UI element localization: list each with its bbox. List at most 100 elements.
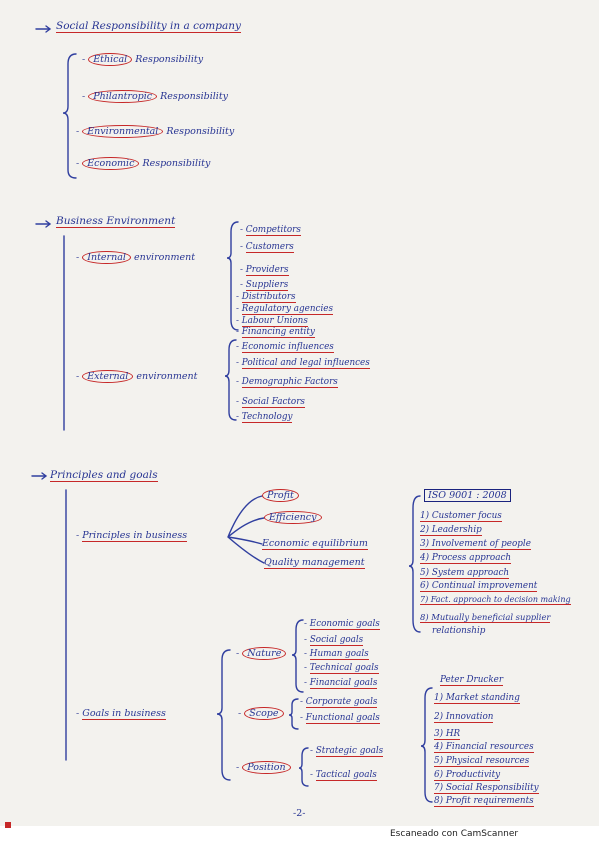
internal-item-text: Regulatory agencies (241, 304, 333, 315)
social-item-label: Environmental (82, 125, 164, 138)
internal-environment: - Internal environment (76, 251, 196, 264)
drucker-item-text: 8) Profit requirements (434, 796, 534, 807)
internal-item: - Providers (240, 265, 289, 276)
principles-title: Principles and goals (50, 469, 158, 482)
drucker-item: 5) Physical resources (434, 755, 530, 767)
internal-item: - Regulatory agencies (236, 304, 333, 315)
drucker-item-text: 3) HR (434, 729, 461, 740)
social-item-philantropic: - Philantropic Responsibility (82, 90, 229, 103)
fan-principles (227, 495, 265, 564)
red-corner-mark (5, 822, 11, 828)
external-item: - Political and legal influences (236, 358, 370, 369)
iso-item: 7) Fact. approach to decision making (420, 594, 571, 606)
iso-item-text: 4) Process approach (420, 553, 512, 564)
iso-item: 5) System approach (420, 567, 510, 579)
social-title-text: Social Responsibility in a company (56, 20, 241, 33)
goals-in-business: - Goals in business (76, 708, 166, 720)
external-item: - Technology (236, 412, 293, 423)
drucker-item-text: 5) Physical resources (434, 756, 530, 767)
drucker-item-text: 2) Innovation (434, 712, 494, 723)
nature-label: Nature (242, 647, 287, 660)
social-item-label: Ethical (88, 53, 133, 66)
iso-item-text: 7) Fact. approach to decision making (420, 595, 571, 605)
drucker-item: 2) Innovation (434, 711, 494, 723)
iso-item-text: 5) System approach (420, 568, 510, 579)
internal-item: - Distributors (236, 292, 296, 303)
page-number: -2- (293, 808, 306, 819)
nature-item: - Social goals (304, 635, 364, 646)
goals-position: - Position (236, 761, 291, 774)
social-item-ethical: - Ethical Responsibility (82, 53, 204, 66)
drucker-item: 7) Social Responsibility (434, 782, 539, 794)
social-item-suffix: Responsibility (160, 91, 229, 102)
brace-iso (408, 495, 421, 633)
principle-item-text: Economic equilibrium (262, 538, 368, 550)
internal-item-text: Competitors (245, 225, 301, 236)
arrow-principles (31, 472, 48, 480)
social-item-suffix: Responsibility (166, 126, 235, 137)
drucker-title: Peter Drucker (440, 674, 504, 686)
principles-title-text: Principles and goals (50, 469, 158, 482)
iso-item-text: 6) Continual improvement (420, 581, 538, 592)
goals-label: Goals in business (82, 708, 166, 720)
internal-item-text: Labour Unions (241, 316, 308, 327)
internal-item-text: Providers (245, 265, 289, 276)
external-item: - Social Factors (236, 397, 305, 408)
drucker-item: 6) Productivity (434, 769, 501, 781)
iso-item: 1) Customer focus (420, 510, 502, 522)
external-environment: - External environment (76, 370, 198, 383)
iso-item: 2) Leadership (420, 524, 482, 536)
nature-item-text: Social goals (309, 635, 364, 646)
internal-item-text: Financing entity (241, 327, 315, 338)
nature-item: - Financial goals (304, 678, 378, 689)
scanned-notes-page: Social Responsibility in a company - Eth… (0, 0, 599, 826)
nature-item-text: Financial goals (309, 678, 378, 689)
iso-title: ISO 9001 : 2008 (424, 489, 511, 502)
drucker-item-text: 4) Financial resources (434, 742, 534, 753)
principle-item-text: Efficiency (264, 511, 322, 524)
iso-item-text: 3) Involvement of people (420, 539, 531, 550)
brace-scope (288, 698, 299, 730)
iso-title-text: ISO 9001 : 2008 (424, 489, 511, 502)
ink-strokes (31, 25, 433, 803)
external-item-text: Economic influences (241, 342, 334, 353)
nature-item: - Technical goals (304, 663, 379, 674)
scope-item: - Corporate goals (300, 697, 378, 708)
brace-internal (226, 221, 239, 331)
goals-nature: - Nature (236, 647, 287, 660)
iso-item: relationship (432, 625, 485, 637)
external-suffix: environment (136, 371, 198, 382)
social-item-economic: - Economic Responsibility (76, 157, 211, 170)
drucker-item: 8) Profit requirements (434, 795, 534, 807)
iso-item-text: 1) Customer focus (420, 511, 502, 522)
principle-item: Economic equilibrium (262, 538, 368, 550)
brace-social (62, 53, 77, 179)
iso-item: 4) Process approach (420, 552, 512, 564)
social-item-label: Philantropic (88, 90, 158, 103)
social-item-label: Economic (82, 157, 140, 170)
brace-drucker (420, 687, 433, 803)
internal-item: - Financing entity (236, 327, 315, 338)
drucker-item-text: 1) Market standing (434, 693, 520, 704)
drucker-title-text: Peter Drucker (440, 675, 504, 686)
principle-item-text: Profit (262, 489, 299, 502)
position-item: - Tactical goals (310, 770, 377, 781)
principles-in-business: - Principles in business (76, 530, 188, 542)
external-item-text: Social Factors (241, 397, 305, 408)
external-item-text: Technology (241, 412, 293, 423)
social-item-environmental: - Environmental Responsibility (76, 125, 235, 138)
arrow-business (35, 220, 52, 228)
internal-item-text: Customers (245, 242, 294, 253)
scanner-watermark: Escaneado con CamScanner (390, 829, 519, 839)
position-label: Position (242, 761, 291, 774)
drucker-item: 1) Market standing (434, 692, 520, 704)
brace-position (298, 747, 309, 787)
brace-goals (216, 649, 231, 781)
internal-item: - Competitors (240, 225, 301, 236)
internal-item: - Customers (240, 242, 294, 253)
nature-item: - Human goals (304, 649, 369, 660)
internal-item: - Suppliers (240, 280, 289, 291)
iso-item: 6) Continual improvement (420, 580, 538, 592)
drucker-item: 4) Financial resources (434, 741, 534, 753)
scope-label: Scope (244, 707, 284, 720)
